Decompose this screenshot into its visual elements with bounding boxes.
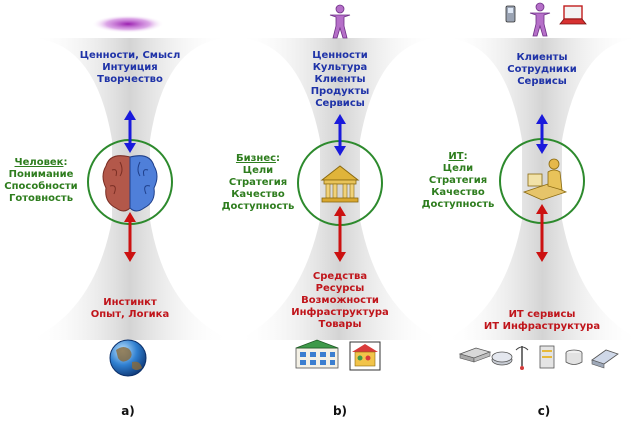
panel-c-caption: с): [537, 404, 551, 418]
panel-a-top-line: Интуиция: [102, 62, 158, 73]
panel-b-side-line: Доступность: [221, 201, 295, 212]
panel-b-top-line: Продукты: [310, 86, 370, 97]
panel-a-side-title: Человек: [14, 157, 64, 168]
panel-c-side-line: Качество: [431, 187, 485, 198]
panel-c-side-title: ИТ: [448, 151, 464, 162]
panel-b-top-text: Ценности Культура Клиенты Продукты Серви…: [290, 50, 390, 110]
panel-b-top-line: Культура: [312, 62, 368, 73]
worker-at-desk-icon: [522, 158, 568, 201]
panel-c-top-line: Сотрудники: [507, 64, 577, 75]
panel-b-side-line: Цели: [242, 165, 274, 176]
phone-icon: [505, 5, 516, 23]
shop-icon: [349, 341, 381, 371]
panel-b-side-text: Бизнес: Цели Стратегия Качество Доступно…: [214, 153, 302, 213]
panel-b-top-line: Клиенты: [314, 74, 366, 85]
purple-glow-icon: [92, 15, 164, 33]
panel-b-bottom-line: Средства: [312, 271, 368, 282]
panel-b-caption: b): [332, 404, 348, 418]
database-icon: [565, 349, 583, 365]
panel-c-side-line: Доступность: [421, 199, 495, 210]
panel-c-side-text: ИТ: Цели Стратегия Качество Доступность: [414, 151, 502, 211]
person-icon: [529, 2, 551, 37]
panel-b-bottom-line: Инфраструктура: [291, 307, 389, 318]
panel-c-top-line: Сервисы: [517, 76, 567, 87]
panel-c-top-line: Клиенты: [516, 52, 568, 63]
router-icon: [491, 351, 513, 366]
down-arrow-c: [536, 204, 548, 262]
panel-a-top-text: Ценности, Смысл Интуиция Творчество: [68, 50, 192, 86]
panel-a-bottom-line: Инстинкт: [103, 297, 157, 308]
panel-a-side-line: Способности: [4, 181, 78, 192]
panel-c-bottom-line: ИТ сервисы: [508, 309, 576, 320]
panel-a-caption: а): [121, 404, 135, 418]
bank-icon: [320, 165, 360, 203]
brain-icon: [102, 155, 158, 212]
panel-c-top-text: Клиенты Сотрудники Сервисы: [494, 52, 590, 88]
panel-b-side-line: Качество: [231, 189, 285, 200]
panel-b-side-line: Стратегия: [228, 177, 288, 188]
panel-a-side-line: Понимание: [8, 169, 74, 180]
up-arrow-b: [334, 114, 346, 156]
panel-b-top-line: Ценности: [312, 50, 368, 61]
funnel-b: [238, 38, 440, 340]
printer-icon: [591, 349, 619, 369]
laptop-icon: [559, 5, 587, 25]
switch-icon: [458, 347, 492, 363]
antenna-icon: [515, 346, 529, 370]
panel-a-top-line: Ценности, Смысл: [79, 50, 181, 61]
panel-a-side-line: Готовность: [8, 193, 74, 204]
panel-c-side-line: Стратегия: [428, 175, 488, 186]
panel-c-bottom-text: ИТ сервисы ИТ Инфраструктура: [482, 309, 602, 333]
up-arrow-a: [124, 110, 136, 153]
panel-b-top-line: Сервисы: [315, 98, 365, 109]
panel-c-side-line: Цели: [442, 163, 474, 174]
panel-a-bottom-text: Инстинкт Опыт, Логика: [70, 297, 190, 321]
down-arrow-a: [124, 212, 136, 262]
panel-b-bottom-line: Товары: [318, 319, 362, 330]
panel-c-side-colon: :: [463, 151, 468, 162]
server-icon: [539, 345, 555, 369]
panel-a-side-colon: :: [63, 157, 68, 168]
panel-b-bottom-text: Средства Ресурсы Возможности Инфраструкт…: [282, 271, 398, 331]
panel-b-bottom-line: Возможности: [301, 295, 379, 306]
panel-a-bottom-line: Опыт, Логика: [90, 309, 170, 320]
down-arrow-b: [334, 206, 346, 262]
panel-c-bottom-line: ИТ Инфраструктура: [483, 321, 601, 332]
panel-b-side-title: Бизнес: [235, 153, 277, 164]
panel-b-bottom-line: Ресурсы: [315, 283, 365, 294]
building-icon: [295, 339, 339, 369]
panel-a-top-line: Творчество: [97, 74, 163, 85]
panel-b-side-colon: :: [276, 153, 281, 164]
up-arrow-c: [536, 114, 548, 154]
globe-icon: [109, 339, 147, 377]
panel-a-side-text: Человек: Понимание Способности Готовност…: [0, 157, 82, 205]
person-icon: [329, 4, 351, 39]
